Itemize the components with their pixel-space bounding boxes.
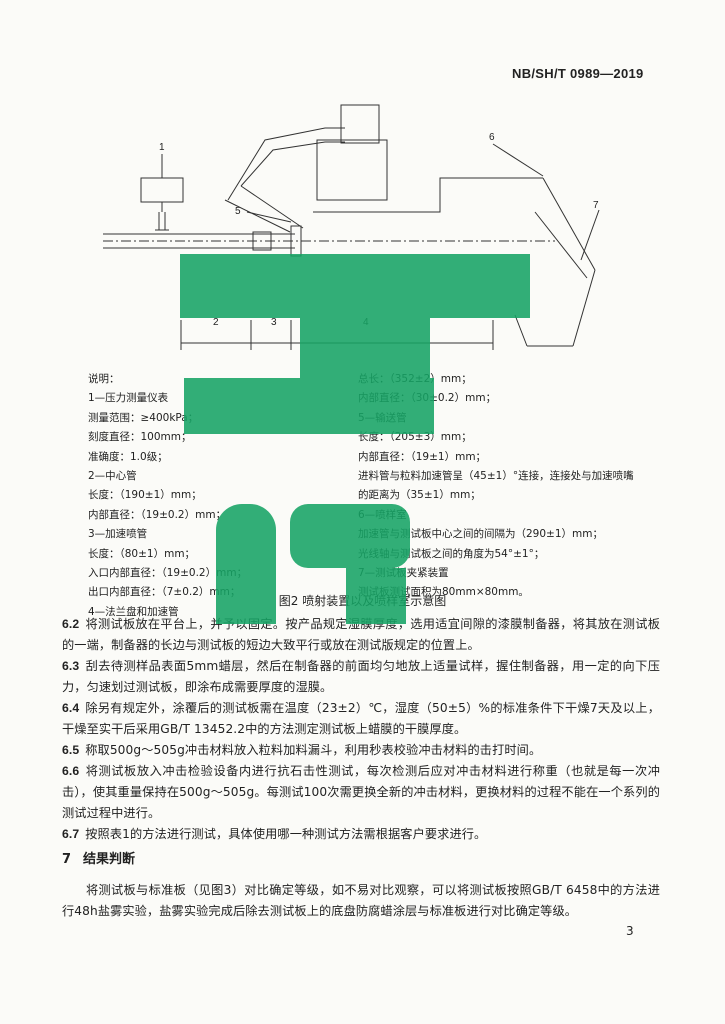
- clause-text: 称取500g～505g冲击材料放入粒料加料漏斗，利用秒表校验冲击材料的击打时间。: [85, 743, 542, 757]
- legend-left-line: 1—压力测量仪表: [88, 392, 169, 405]
- legend-left-line: 测量范围：≥400kPa；: [88, 411, 199, 424]
- clause-text: 按照表1的方法进行测试，具体使用哪一种测试方法需根据客户要求进行。: [85, 827, 487, 841]
- page-number: 3: [626, 924, 634, 938]
- section-title: 结果判断: [83, 852, 136, 867]
- legend-left-line: 入口内部直径：（19±0.2）mm；: [88, 567, 248, 580]
- clause-6-7: 6.7 按照表1的方法进行测试，具体使用哪一种测试方法需根据客户要求进行。: [62, 824, 660, 845]
- legend-right-line: 的距离为（35±1）mm；: [358, 489, 481, 502]
- legend-left-line: 4—法兰盘和加速管: [88, 605, 179, 618]
- legend-left-line: 3—加速喷管: [88, 528, 148, 541]
- legend-right-line: 进料管与粒料加速管呈（45±1）°连接，连接处与加速喷嘴: [358, 470, 634, 483]
- callout-2: 2: [213, 317, 219, 328]
- clause-6-5: 6.5 称取500g～505g冲击材料放入粒料加料漏斗，利用秒表校验冲击材料的击打…: [62, 740, 660, 761]
- legend-left-line: 长度：（190±1）mm；: [88, 489, 202, 502]
- legend-right-line: 长度：（205±3）mm；: [358, 431, 472, 444]
- legend-left-line: 说明：: [88, 373, 120, 385]
- legend-left-line: 准确度：1.0级；: [88, 450, 168, 463]
- callout-1: 1: [159, 142, 165, 153]
- section-heading: 7 结果判断: [62, 848, 135, 867]
- clause-number: 6.3: [62, 659, 80, 673]
- legend-left-line: 长度：（80±1）mm；: [88, 547, 196, 560]
- figure-legend-left: 说明： 1—压力测量仪表测量范围：≥400kPa； 刻度直径：100mm； 准确度：1…: [88, 370, 247, 622]
- legend-left-line: 刻度直径：100mm；: [88, 431, 192, 444]
- clause-number: 6.2: [62, 617, 80, 631]
- clause-text: 将测试板放在平台上，并予以固定。按产品规定湿膜厚度，选用适宜间隙的漆膜制备器，将…: [62, 617, 660, 652]
- legend-right-line: 加速管与测试板中心之间的间隔为（290±1）mm；: [358, 528, 603, 541]
- section-number: 7: [62, 852, 72, 867]
- legend-left-line: 出口内部直径：（7±0.2）mm；: [88, 586, 241, 599]
- spray-device-figure: 1 2 3 4 5 6 7: [103, 104, 600, 350]
- clause-text: 除另有规定外，涂覆后的测试板需在温度（23±2）℃，湿度（50±5）%的标准条件…: [62, 701, 660, 736]
- clause-text: 刮去待测样品表面5mm蜡层，然后在制备器的前面均匀地放上适量试样，握住制备器，用…: [62, 659, 660, 694]
- clause-number: 6.5: [62, 743, 80, 757]
- clause-number: 6.4: [62, 701, 80, 715]
- callout-3: 3: [271, 317, 277, 328]
- clause-text: 将测试板放入冲击检验设备内进行抗石击性测试，每次检测后应对冲击材料进行称重（也就…: [62, 764, 660, 820]
- callout-6: 6: [489, 132, 495, 143]
- legend-left-line: 内部直径：（19±0.2）mm；: [88, 508, 227, 521]
- document-code: NB/SH/T 0989—2019: [512, 66, 644, 81]
- legend-left-line: 2—中心管: [88, 470, 137, 483]
- callout-7: 7: [593, 200, 599, 211]
- section-7-text: 将测试板与标准板（见图3）对比确定等级，如不易对比观察，可以将测试板按照GB/T…: [62, 883, 660, 918]
- clause-number: 6.7: [62, 827, 80, 841]
- pressure-gauge-shape: [140, 177, 184, 203]
- legend-right-line: 内部直径：（19±1）mm；: [358, 450, 487, 463]
- clause-number: 6.6: [62, 764, 80, 778]
- callout-5: 5: [235, 206, 241, 217]
